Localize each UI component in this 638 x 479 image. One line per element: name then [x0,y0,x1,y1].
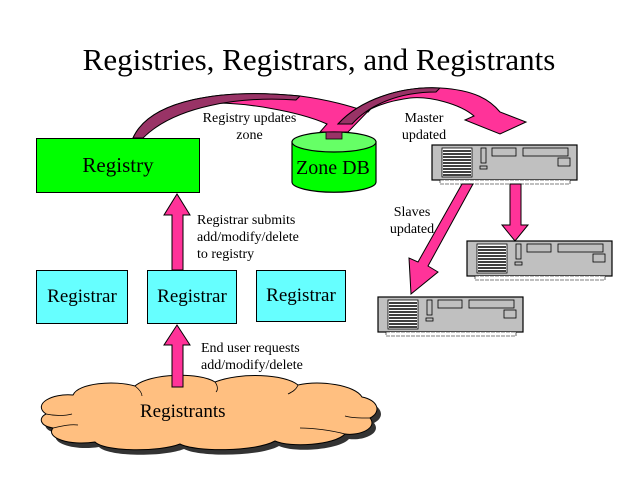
registry-to-zonedb-arrow [132,93,376,139]
master-updated-line-2: updated [401,128,447,143]
registrar-submits-line-1: Registrar submits [197,213,296,228]
registrar-to-registry-arrow [163,193,191,271]
registrants-to-registrar-arrow [163,324,191,388]
registry-updates-line-2: zone [236,128,263,143]
slide-title: Registries, Registrars, and Registrants [82,42,556,77]
master-to-slave-left-arrow [408,183,474,296]
registrar-submits-line-3: to registry [197,247,255,262]
registry-updates-zone-label: Registry updates zone [191,110,308,144]
slave-server-left-icon [377,296,524,337]
registrar-box-2: Registrar [147,270,237,324]
end-user-requests-label: End user requests add/modify/delete [201,340,303,374]
zone-db-cylinder [291,131,377,193]
zone-db-label: Zone DB [296,157,370,179]
registrar-label-3: Registrar [266,285,336,306]
cloud-inner-lines [45,381,371,435]
slaves-updated-line-1: Slaves [393,205,431,220]
end-user-requests-line-1: End user requests [201,341,300,356]
registry-label: Registry [82,153,154,177]
zonedb-to-master-arrow [336,87,528,135]
master-updated-label: Master updated [392,110,456,144]
registrar-label-2: Registrar [157,286,227,307]
master-to-slave-right-arrow [500,183,530,242]
slaves-updated-line-2: updated [389,222,435,237]
end-user-requests-line-2: add/modify/delete [201,358,303,373]
master-server-icon [431,144,578,185]
registrar-box-3: Registrar [256,270,346,322]
registry-updates-line-1: Registry updates [202,111,297,126]
registry-box: Registry [36,138,200,193]
master-updated-line-1: Master [404,111,444,126]
registrar-submits-line-2: add/modify/delete [197,230,299,245]
registrar-box-1: Registrar [36,270,128,324]
registrar-submits-label: Registrar submits add/modify/delete to r… [197,212,299,263]
slaves-updated-label: Slaves updated [386,204,438,238]
slave-server-right-icon [466,240,613,281]
registrants-label: Registrants [140,401,226,422]
registrar-label-1: Registrar [47,286,117,307]
